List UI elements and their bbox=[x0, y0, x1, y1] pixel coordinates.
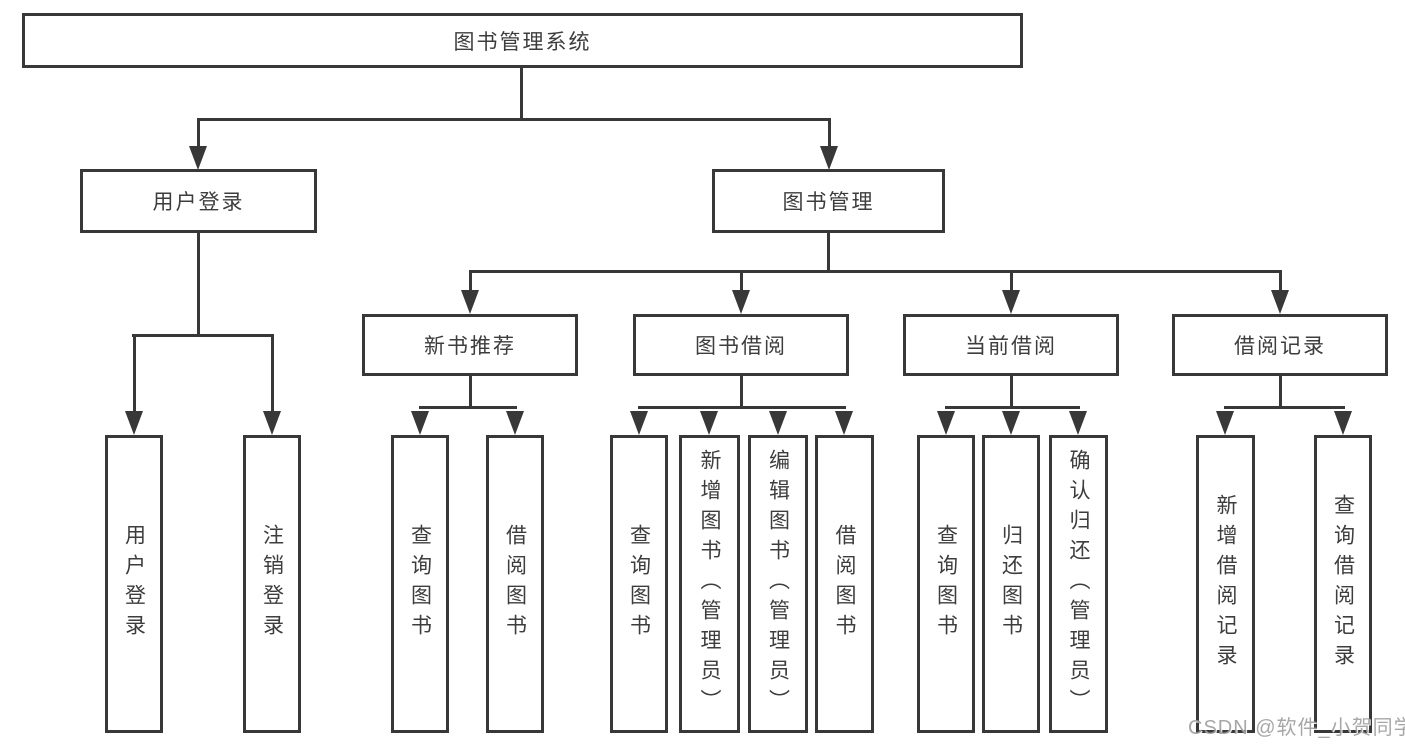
arrowhead-down-icon bbox=[769, 411, 787, 435]
arrowhead-down-icon bbox=[1002, 290, 1020, 314]
node-new-book-recommend: 新书推荐 bbox=[362, 314, 578, 376]
connector-line bbox=[827, 232, 830, 273]
leaf-borrow-books: 借阅图书 bbox=[815, 435, 874, 733]
leaf-label: 查询图书 bbox=[934, 524, 958, 644]
connector-line bbox=[132, 334, 274, 337]
arrowhead-down-icon bbox=[263, 411, 281, 435]
node-label: 借阅记录 bbox=[1234, 335, 1326, 358]
leaf-label: 用户登录 bbox=[122, 524, 146, 644]
node-user-login: 用户登录 bbox=[80, 169, 317, 233]
leaf-label: 归还图书 bbox=[999, 524, 1023, 644]
leaf-query-books-recommend: 查询图书 bbox=[391, 435, 449, 733]
connector-line bbox=[1010, 270, 1013, 294]
arrowhead-down-icon bbox=[125, 411, 143, 435]
node-label: 图书借阅 bbox=[695, 335, 787, 358]
arrowhead-down-icon bbox=[506, 411, 524, 435]
arrowhead-down-icon bbox=[700, 411, 718, 435]
arrowhead-down-icon bbox=[732, 290, 750, 314]
arrowhead-down-icon bbox=[411, 411, 429, 435]
node-label: 用户登录 bbox=[152, 191, 245, 214]
arrowhead-down-icon bbox=[937, 411, 955, 435]
leaf-label: 确认归还（管理员） bbox=[1067, 449, 1090, 719]
connector-line bbox=[197, 118, 200, 148]
node-book-management: 图书管理 bbox=[712, 169, 945, 233]
leaf-add-borrow-record: 新增借阅记录 bbox=[1196, 435, 1255, 733]
leaf-label: 借阅图书 bbox=[833, 524, 856, 644]
leaf-query-books-borrow: 查询图书 bbox=[610, 435, 668, 733]
connector-line bbox=[419, 406, 517, 409]
arrowhead-down-icon bbox=[820, 146, 838, 170]
connector-line bbox=[1224, 406, 1345, 409]
connector-line bbox=[469, 270, 1282, 273]
connector-line bbox=[520, 68, 523, 120]
leaf-return-books: 归还图书 bbox=[982, 435, 1040, 733]
connector-line bbox=[197, 118, 831, 121]
arrowhead-down-icon bbox=[630, 411, 648, 435]
leaf-add-book-admin: 新增图书（管理员） bbox=[679, 435, 740, 733]
connector-line bbox=[133, 334, 136, 414]
connector-line bbox=[638, 406, 846, 409]
node-borrowing-records: 借阅记录 bbox=[1172, 314, 1388, 376]
node-label: 图书管理系统 bbox=[453, 30, 592, 54]
leaf-label: 新增图书（管理员） bbox=[698, 449, 721, 719]
node-library-system: 图书管理系统 bbox=[22, 13, 1023, 68]
leaf-label: 查询借阅记录 bbox=[1331, 494, 1355, 674]
node-label: 新书推荐 bbox=[424, 335, 516, 358]
arrowhead-down-icon bbox=[835, 411, 853, 435]
leaf-borrow-books-recommend: 借阅图书 bbox=[486, 435, 544, 733]
connector-line bbox=[1279, 270, 1282, 294]
connector-line bbox=[1010, 376, 1013, 409]
arrowhead-down-icon bbox=[189, 146, 207, 170]
node-label: 图书管理 bbox=[782, 191, 875, 214]
arrowhead-down-icon bbox=[1216, 411, 1234, 435]
connector-line bbox=[469, 376, 472, 409]
leaf-label: 编辑图书（管理员） bbox=[766, 449, 790, 719]
connector-line bbox=[1279, 376, 1282, 409]
node-book-borrowing: 图书借阅 bbox=[633, 314, 849, 376]
leaf-user-login: 用户登录 bbox=[105, 435, 163, 733]
leaf-query-borrow-record: 查询借阅记录 bbox=[1314, 435, 1372, 733]
connector-line bbox=[740, 270, 743, 294]
connector-line bbox=[469, 270, 472, 294]
arrowhead-down-icon bbox=[461, 290, 479, 314]
connector-line bbox=[828, 118, 831, 148]
connector-line bbox=[271, 334, 274, 414]
leaf-label: 查询图书 bbox=[408, 524, 432, 644]
arrowhead-down-icon bbox=[1002, 411, 1020, 435]
leaf-logout: 注销登录 bbox=[243, 435, 301, 733]
arrowhead-down-icon bbox=[1334, 411, 1352, 435]
node-label: 当前借阅 bbox=[965, 335, 1057, 358]
leaf-label: 借阅图书 bbox=[503, 524, 527, 644]
leaf-label: 查询图书 bbox=[627, 524, 651, 644]
leaf-confirm-return-admin: 确认归还（管理员） bbox=[1049, 435, 1108, 733]
arrowhead-down-icon bbox=[1271, 290, 1289, 314]
leaf-query-books-current: 查询图书 bbox=[917, 435, 975, 733]
leaf-edit-book-admin: 编辑图书（管理员） bbox=[748, 435, 808, 733]
watermark-text: CSDN @软件_小贺同学 bbox=[1188, 717, 1405, 739]
node-current-borrowing: 当前借阅 bbox=[903, 314, 1119, 376]
arrowhead-down-icon bbox=[1069, 411, 1087, 435]
leaf-label: 注销登录 bbox=[260, 524, 284, 644]
connector-line bbox=[945, 406, 1080, 409]
leaf-label: 新增借阅记录 bbox=[1214, 494, 1237, 674]
connector-line bbox=[740, 376, 743, 409]
connector-line bbox=[197, 232, 200, 337]
